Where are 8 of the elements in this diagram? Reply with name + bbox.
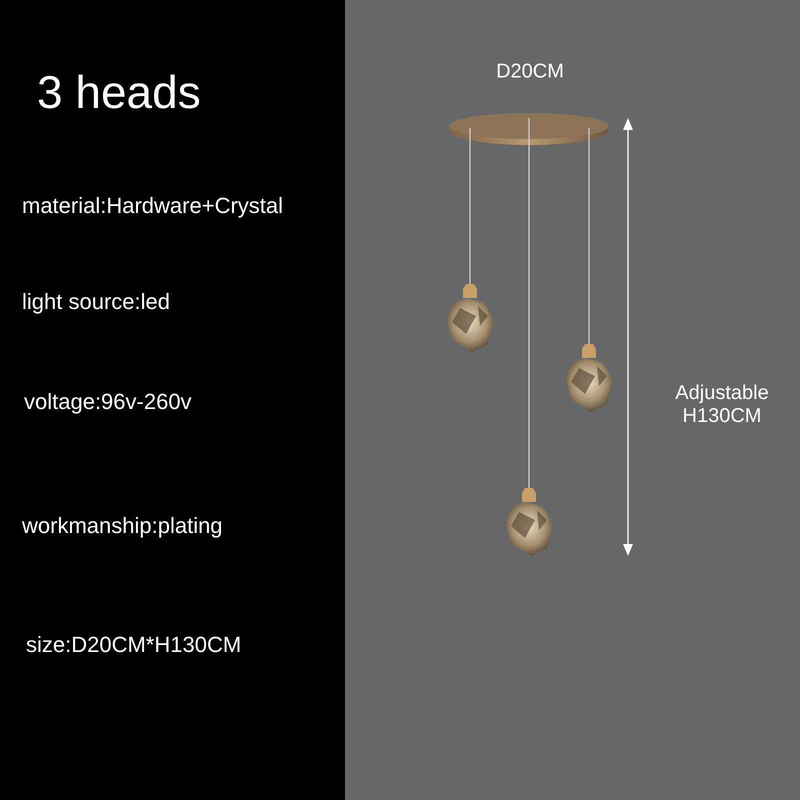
title: 3 heads (37, 65, 201, 119)
spec-text: workmanship:plating (22, 513, 223, 539)
dimension-label: Adjustable H130CM (674, 382, 770, 428)
spec-text: material:Hardware+Crystal (22, 193, 284, 219)
spec-text: voltage:96v-260v (24, 389, 192, 415)
spec-text: light source:led (22, 289, 170, 315)
spec-text: size:D20CM*H130CM (26, 632, 242, 658)
dimension-label: D20CM (495, 60, 565, 84)
